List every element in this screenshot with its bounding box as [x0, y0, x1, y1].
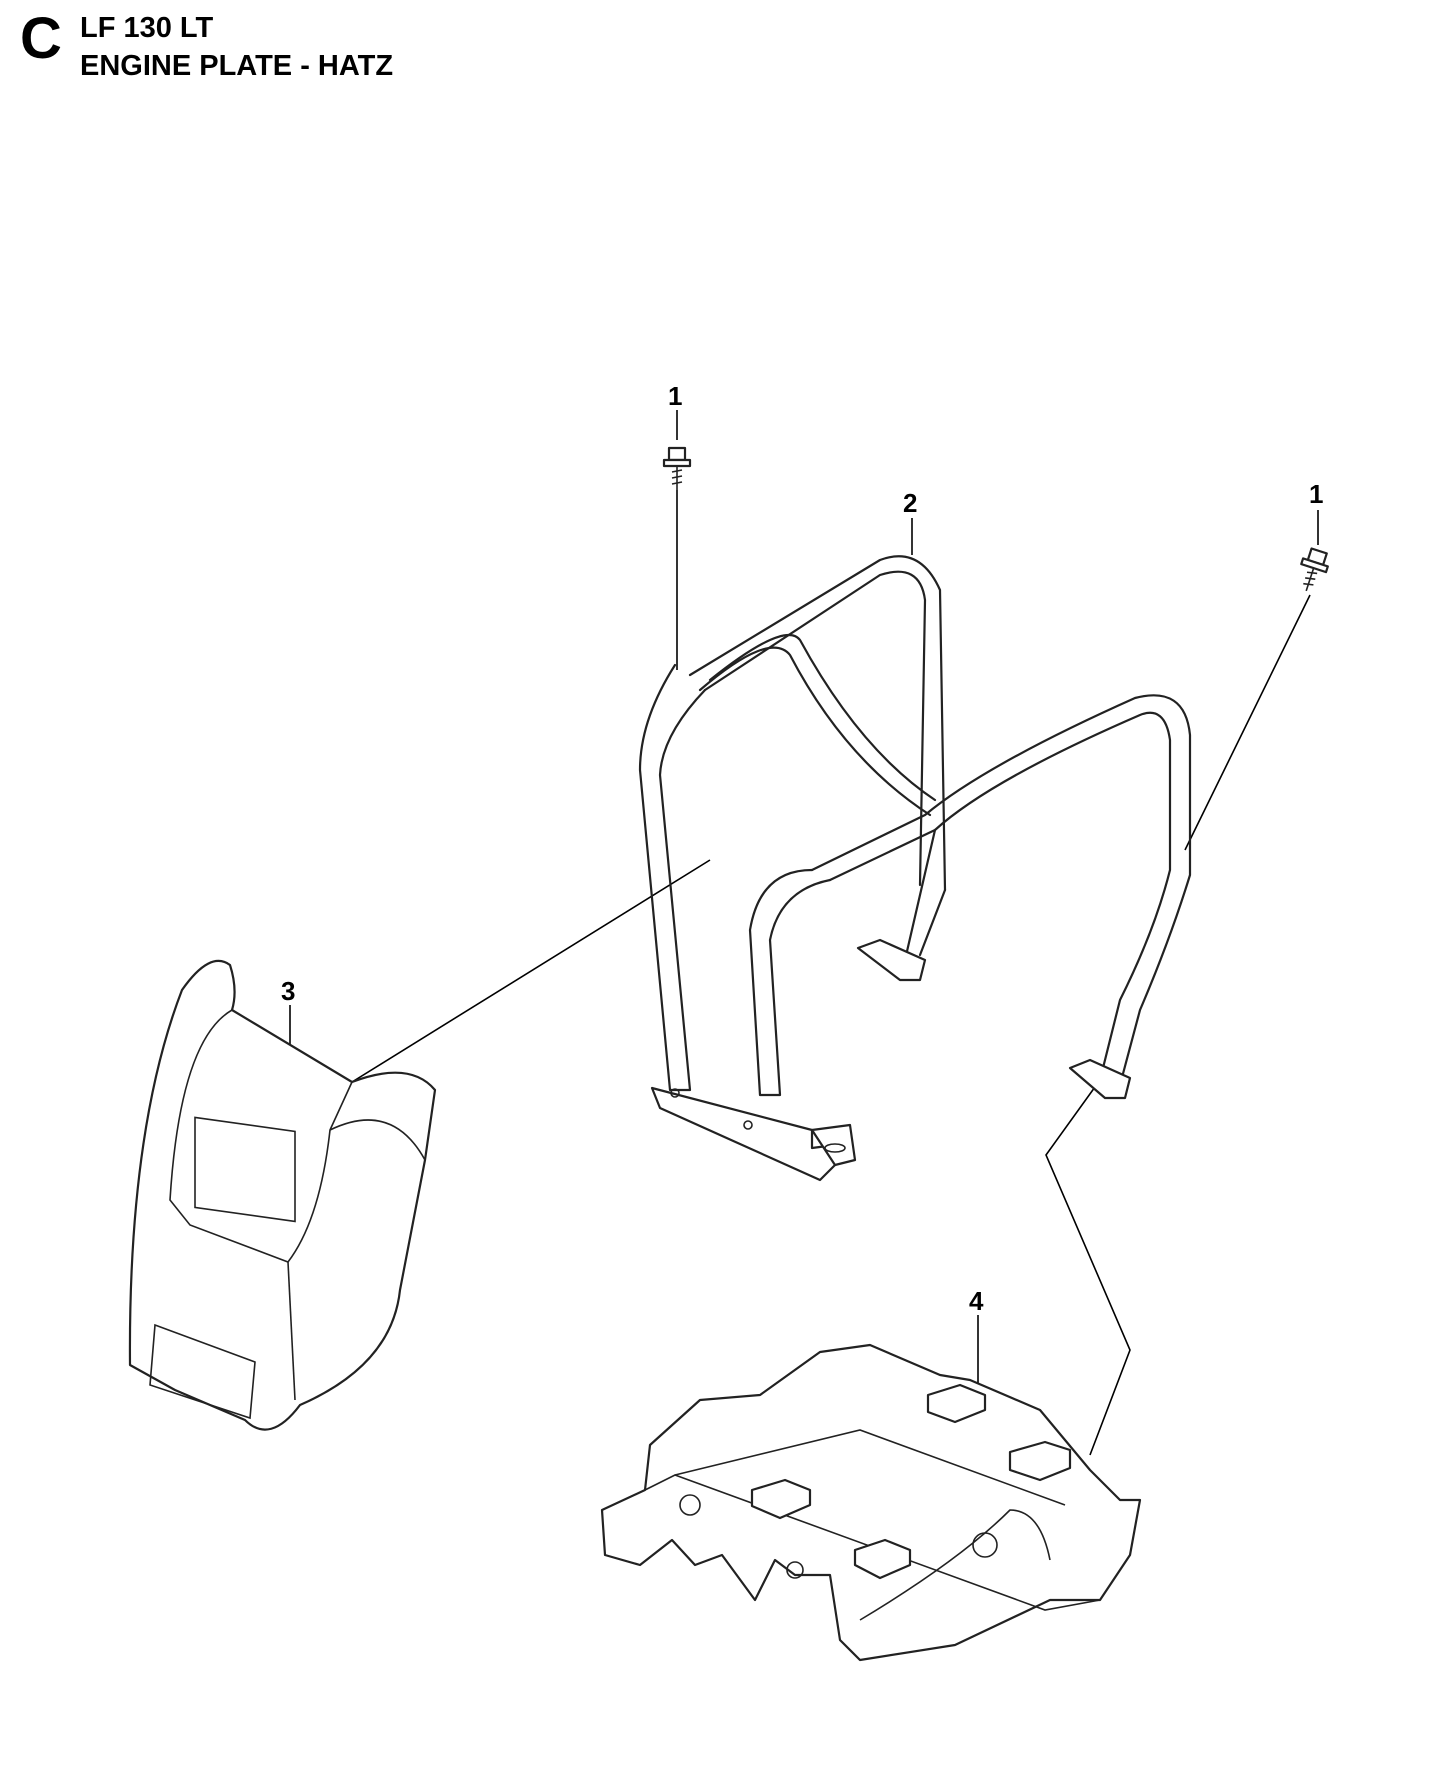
callout-2: 2 [903, 488, 917, 518]
callout-1-left: 1 [668, 381, 682, 411]
lifting-frame [638, 555, 1192, 1182]
leader-3-to-frame [351, 859, 711, 1083]
callout-labels: 1 1 2 3 4 [281, 381, 1323, 1316]
model-title: LF 130 LT [80, 12, 214, 44]
leader-lines [289, 410, 1319, 1456]
leader-1-right-shaft [1184, 594, 1311, 851]
callout-3: 3 [281, 976, 295, 1006]
callout-4: 4 [969, 1286, 984, 1316]
bolt-left [662, 446, 692, 490]
leader-4-to-frame [1045, 1079, 1131, 1456]
engine-cover [128, 959, 437, 1431]
mounting-slots [750, 1383, 1072, 1580]
engine-base-plate [600, 1343, 1142, 1662]
section-letter: C [20, 6, 62, 71]
callout-1-right: 1 [1309, 479, 1323, 509]
bolt-right [1300, 547, 1329, 592]
diagram-subtitle: ENGINE PLATE - HATZ [80, 50, 394, 82]
